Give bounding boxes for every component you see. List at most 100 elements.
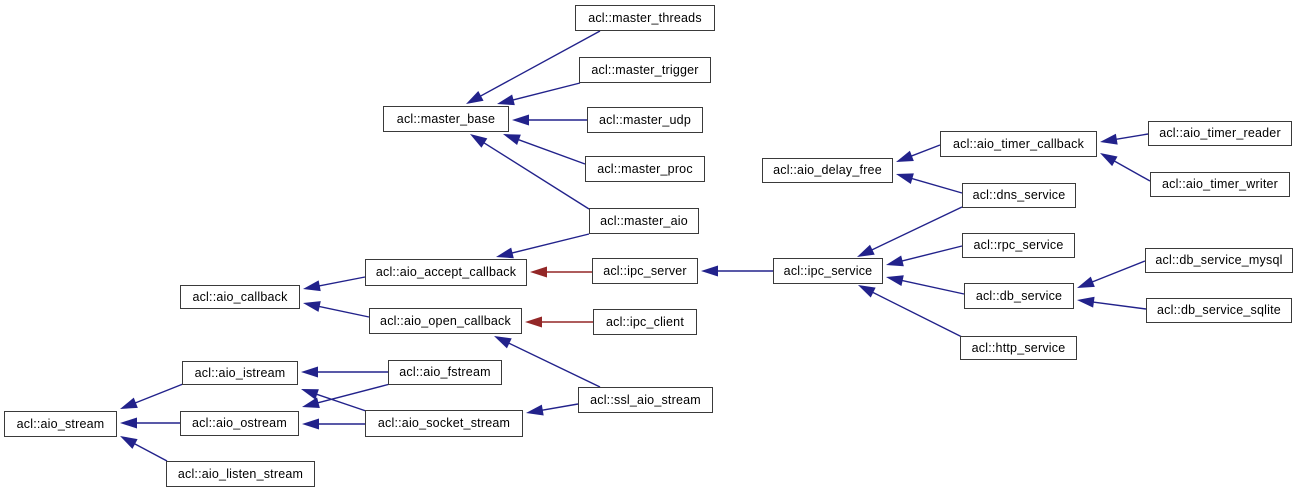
- node-label: acl::db_service: [975, 288, 1063, 303]
- node-label: acl::aio_timer_writer: [1161, 177, 1279, 192]
- edge-master_udp-to-master_base: [512, 114, 587, 126]
- node-master_proc[interactable]: acl::master_proc: [585, 156, 705, 182]
- arrowhead: [701, 265, 718, 277]
- edge-master_threads-to-master_base: [466, 30, 601, 104]
- edge-ssl_aio_stream-to-aio_open_callback: [494, 336, 601, 388]
- edge-aio_accept_callback-to-aio_callback: [303, 276, 366, 292]
- node-label: acl::ssl_aio_stream: [590, 392, 701, 407]
- node-http_service[interactable]: acl::http_service: [960, 336, 1077, 360]
- node-aio_timer_writer[interactable]: acl::aio_timer_writer: [1150, 172, 1290, 197]
- node-label: acl::aio_timer_callback: [952, 136, 1085, 151]
- node-ssl_aio_stream[interactable]: acl::ssl_aio_stream: [578, 387, 713, 413]
- node-label: acl::master_base: [396, 111, 496, 126]
- node-label: acl::ipc_client: [605, 314, 685, 329]
- edge-rpc_service-to-ipc_service: [886, 245, 963, 267]
- edge-aio_socket_stream-to-aio_istream: [301, 389, 367, 412]
- edge-master_trigger-to-master_base: [497, 82, 581, 106]
- node-aio_timer_callback[interactable]: acl::aio_timer_callback: [940, 131, 1097, 157]
- node-label: acl::master_threads: [588, 10, 702, 25]
- arrowhead: [470, 134, 488, 148]
- node-label: acl::db_service_sqlite: [1157, 303, 1281, 318]
- node-master_udp[interactable]: acl::master_udp: [587, 107, 703, 133]
- edge-db_service-to-ipc_service: [886, 275, 965, 295]
- node-ipc_server[interactable]: acl::ipc_server: [592, 258, 698, 284]
- edge-aio_timer_reader-to-aio_timer_callback: [1100, 133, 1149, 145]
- arrowhead: [896, 150, 914, 162]
- edge-master_aio-to-master_base: [470, 134, 590, 210]
- node-aio_open_callback[interactable]: acl::aio_open_callback: [369, 308, 522, 334]
- arrowhead: [1100, 133, 1118, 145]
- node-label: acl::master_trigger: [591, 62, 699, 77]
- node-label: acl::aio_accept_callback: [375, 265, 517, 280]
- node-master_threads[interactable]: acl::master_threads: [575, 5, 715, 31]
- arrowhead: [1100, 153, 1118, 167]
- edge-dns_service-to-aio_delay_free: [896, 173, 963, 194]
- arrowhead: [858, 285, 876, 298]
- arrowhead: [525, 316, 542, 328]
- node-label: acl::ipc_service: [783, 263, 873, 278]
- edge-master_proc-to-master_base: [503, 134, 586, 165]
- node-master_base[interactable]: acl::master_base: [383, 106, 509, 132]
- arrowhead: [120, 397, 138, 409]
- arrowhead: [120, 417, 137, 429]
- node-aio_listen_stream[interactable]: acl::aio_listen_stream: [166, 461, 315, 487]
- node-aio_ostream[interactable]: acl::aio_ostream: [180, 411, 299, 436]
- node-master_aio[interactable]: acl::master_aio: [589, 208, 699, 234]
- edge-db_service_mysql-to-db_service: [1077, 260, 1146, 288]
- arrowhead: [503, 134, 521, 146]
- arrowhead: [886, 255, 904, 267]
- node-ipc_client[interactable]: acl::ipc_client: [593, 309, 697, 335]
- edge-aio_socket_stream-to-aio_ostream: [302, 418, 365, 430]
- edge-ipc_service-to-ipc_server: [701, 265, 773, 277]
- node-aio_timer_reader[interactable]: acl::aio_timer_reader: [1148, 121, 1292, 146]
- node-label: acl::aio_callback: [192, 289, 288, 304]
- node-label: acl::aio_timer_reader: [1159, 126, 1281, 141]
- edge-aio_listen_stream-to-aio_stream: [120, 436, 168, 462]
- node-label: acl::master_proc: [597, 161, 693, 176]
- node-label: acl::aio_istream: [194, 365, 286, 380]
- edge-aio_timer_writer-to-aio_timer_callback: [1100, 153, 1151, 182]
- node-aio_stream[interactable]: acl::aio_stream: [4, 411, 117, 437]
- node-dns_service[interactable]: acl::dns_service: [962, 183, 1076, 208]
- arrowhead: [303, 301, 321, 312]
- node-aio_fstream[interactable]: acl::aio_fstream: [388, 360, 502, 385]
- arrowhead: [496, 247, 514, 259]
- edge-db_service_sqlite-to-db_service: [1077, 296, 1147, 310]
- arrowhead: [497, 94, 515, 106]
- edge-ipc_server-to-aio_accept_callback: [530, 266, 592, 278]
- arrowhead: [302, 397, 320, 409]
- node-aio_istream[interactable]: acl::aio_istream: [182, 361, 298, 385]
- node-label: acl::aio_ostream: [192, 416, 287, 431]
- arrowhead: [302, 418, 319, 430]
- node-label: acl::master_udp: [599, 112, 691, 127]
- node-label: acl::http_service: [971, 340, 1066, 355]
- node-rpc_service[interactable]: acl::rpc_service: [962, 233, 1075, 258]
- node-label: acl::aio_delay_free: [773, 163, 882, 178]
- node-master_trigger[interactable]: acl::master_trigger: [579, 57, 711, 83]
- arrowhead: [530, 266, 547, 278]
- edge-master_aio-to-aio_accept_callback: [496, 233, 590, 259]
- node-db_service[interactable]: acl::db_service: [964, 283, 1074, 309]
- edge-aio_timer_callback-to-aio_delay_free: [896, 144, 941, 162]
- edge-aio_fstream-to-aio_ostream: [302, 383, 391, 409]
- arrowhead: [301, 366, 318, 378]
- node-label: acl::aio_open_callback: [380, 313, 511, 328]
- edge-aio_fstream-to-aio_istream: [301, 366, 388, 378]
- node-label: acl::aio_socket_stream: [377, 416, 511, 431]
- node-ipc_service[interactable]: acl::ipc_service: [773, 258, 883, 284]
- node-db_service_sqlite[interactable]: acl::db_service_sqlite: [1146, 298, 1292, 323]
- node-aio_socket_stream[interactable]: acl::aio_socket_stream: [365, 410, 523, 437]
- node-label: acl::ipc_server: [603, 263, 687, 278]
- node-db_service_mysql[interactable]: acl::db_service_mysql: [1145, 248, 1293, 273]
- node-label: acl::aio_listen_stream: [177, 466, 304, 481]
- node-label: acl::rpc_service: [973, 238, 1064, 253]
- node-label: acl::aio_stream: [16, 416, 105, 431]
- arrowhead: [526, 404, 544, 416]
- arrowhead: [303, 280, 321, 292]
- edge-ssl_aio_stream-to-aio_socket_stream: [526, 403, 579, 416]
- arrowhead: [896, 173, 914, 184]
- node-aio_accept_callback[interactable]: acl::aio_accept_callback: [365, 259, 527, 286]
- node-aio_delay_free[interactable]: acl::aio_delay_free: [762, 158, 893, 183]
- node-aio_callback[interactable]: acl::aio_callback: [180, 285, 300, 309]
